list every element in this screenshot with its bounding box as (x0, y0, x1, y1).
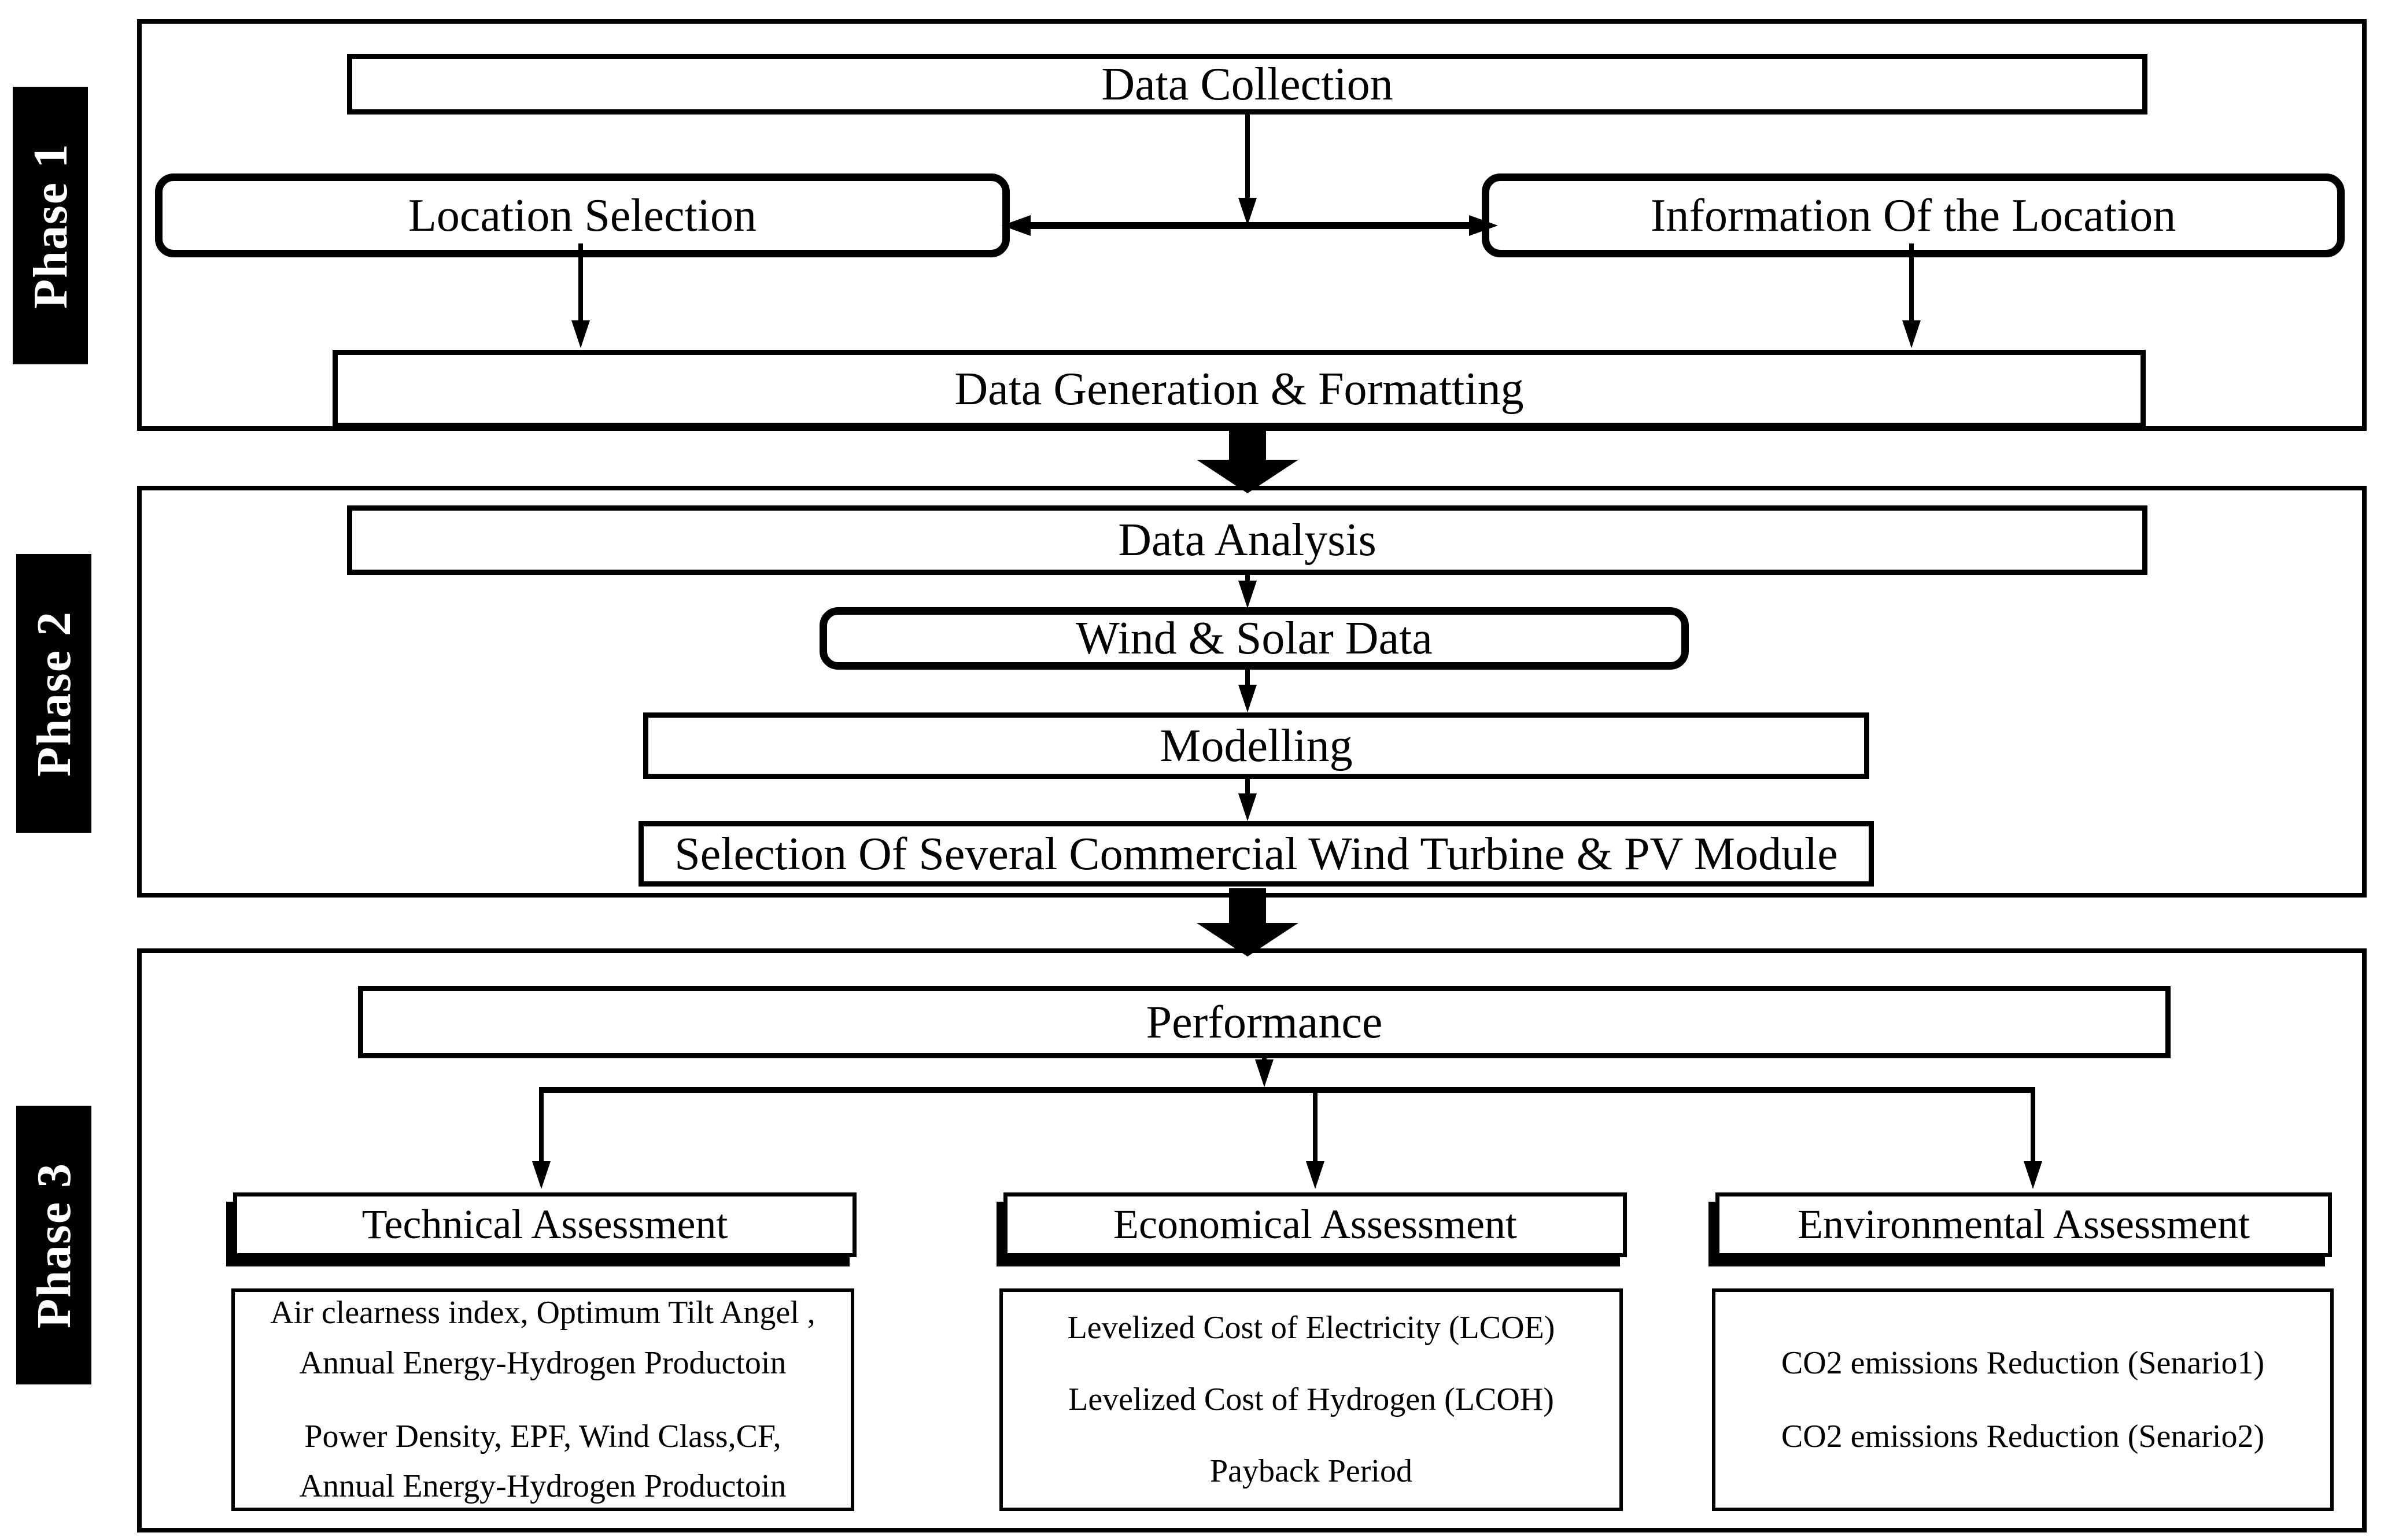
modelling-box: Modelling (643, 712, 1869, 779)
phase2-label: Phase 2 (16, 554, 91, 833)
phase1-label: Phase 1 (13, 87, 88, 364)
selection-text: Selection Of Several Commercial Wind Tur… (674, 828, 1838, 880)
performance-text: Performance (1146, 996, 1383, 1048)
technical-para2-line1: Power Density, EPF, Wind Class,CF, (304, 1418, 781, 1454)
economical-item: Levelized Cost of Hydrogen (LCOH) (1068, 1382, 1554, 1418)
arrow-information-to-generation-head (1902, 320, 1921, 348)
technical-assessment-title: Technical Assessment (361, 1201, 728, 1248)
phase3-label: Phase 3 (16, 1106, 91, 1384)
arrow-to-location-head (1002, 215, 1031, 236)
data-generation-box: Data Generation & Formatting (333, 350, 2146, 428)
economical-assessment-header: Economical Assessment (1003, 1192, 1627, 1257)
economical-item: Payback Period (1210, 1453, 1412, 1490)
split-horizontal-line (1027, 222, 1471, 229)
phase1-label-text: Phase 1 (23, 142, 78, 309)
wind-solar-data-text: Wind & Solar Data (1076, 613, 1433, 664)
arrow-modelling-to-selection-line (1245, 779, 1250, 796)
economical-assessment-title: Economical Assessment (1113, 1201, 1517, 1248)
data-collection-text: Data Collection (1101, 58, 1393, 110)
arrow-windsolar-to-modelling-head (1238, 685, 1257, 712)
data-generation-text: Data Generation & Formatting (954, 363, 1524, 415)
data-analysis-text: Data Analysis (1118, 515, 1376, 566)
environmental-item: CO2 emissions Reduction (Senario2) (1781, 1418, 2265, 1454)
technical-para1: Air clearness index, Optimum Tilt Angel … (270, 1288, 815, 1388)
arrow-location-to-generation-line (578, 243, 583, 322)
arrow-performance-down-head (1255, 1059, 1274, 1087)
phase3-label-text: Phase 3 (27, 1162, 81, 1328)
data-collection-box: Data Collection (347, 54, 2147, 115)
arrow-modelling-to-selection-head (1238, 793, 1257, 821)
arrow-analysis-to-windsolar-head (1238, 581, 1257, 608)
branch-right-drop-head (2024, 1161, 2042, 1189)
environmental-assessment-details: CO2 emissions Reduction (Senario1) CO2 e… (1712, 1288, 2334, 1511)
technical-assessment-header: Technical Assessment (233, 1192, 857, 1257)
arrow-information-to-generation-line (1909, 243, 1914, 322)
information-of-location-box: Information Of the Location (1482, 173, 2345, 257)
wind-solar-data-box: Wind & Solar Data (820, 607, 1689, 670)
arrow-location-to-generation-head (571, 320, 590, 348)
branch-left-drop-head (532, 1161, 551, 1189)
data-analysis-box: Data Analysis (347, 505, 2147, 575)
economical-assessment-details: Levelized Cost of Electricity (LCOE) Lev… (999, 1288, 1623, 1511)
environmental-assessment-header: Environmental Assessment (1715, 1192, 2332, 1257)
branch-left-drop-line (539, 1090, 544, 1162)
information-of-location-text: Information Of the Location (1650, 190, 2176, 241)
phase1-to-phase2-arrow-head (1197, 460, 1298, 493)
phase2-to-phase3-arrow-head (1197, 923, 1298, 957)
technical-para1-line2: Annual Energy-Hydrogen Productoin (299, 1345, 787, 1381)
arrow-analysis-to-windsolar-line (1245, 575, 1250, 584)
phase1-to-phase2-arrow-stem (1229, 428, 1266, 461)
phase2-label-text: Phase 2 (27, 610, 81, 777)
arrow-to-information-head (1469, 215, 1498, 236)
technical-para1-line1: Air clearness index, Optimum Tilt Angel … (270, 1294, 815, 1331)
branch-right-drop-line (2031, 1090, 2035, 1162)
arrow-datacollection-down-line (1245, 115, 1250, 198)
location-selection-box: Location Selection (155, 173, 1010, 257)
modelling-text: Modelling (1160, 720, 1353, 771)
selection-box: Selection Of Several Commercial Wind Tur… (639, 821, 1874, 887)
phase2-to-phase3-arrow-stem (1229, 888, 1266, 924)
environmental-item: CO2 emissions Reduction (Senario1) (1781, 1345, 2265, 1381)
environmental-assessment-title: Environmental Assessment (1798, 1201, 2250, 1248)
branch-middle-drop-head (1306, 1161, 1324, 1189)
branch-middle-drop-line (1313, 1090, 1318, 1162)
economical-item: Levelized Cost of Electricity (LCOE) (1067, 1309, 1555, 1346)
technical-para2: Power Density, EPF, Wind Class,CF, Annua… (300, 1412, 787, 1512)
arrow-windsolar-to-modelling-line (1245, 670, 1250, 687)
arrow-datacollection-down-head (1238, 198, 1257, 226)
technical-assessment-details: Air clearness index, Optimum Tilt Angel … (231, 1288, 854, 1511)
location-selection-text: Location Selection (408, 190, 757, 241)
branch-horizontal-line (539, 1087, 2035, 1093)
performance-box: Performance (358, 986, 2171, 1058)
economical-items: Levelized Cost of Electricity (LCOE) Lev… (1003, 1292, 1619, 1508)
technical-para2-line2: Annual Energy-Hydrogen Productoin (299, 1468, 787, 1505)
